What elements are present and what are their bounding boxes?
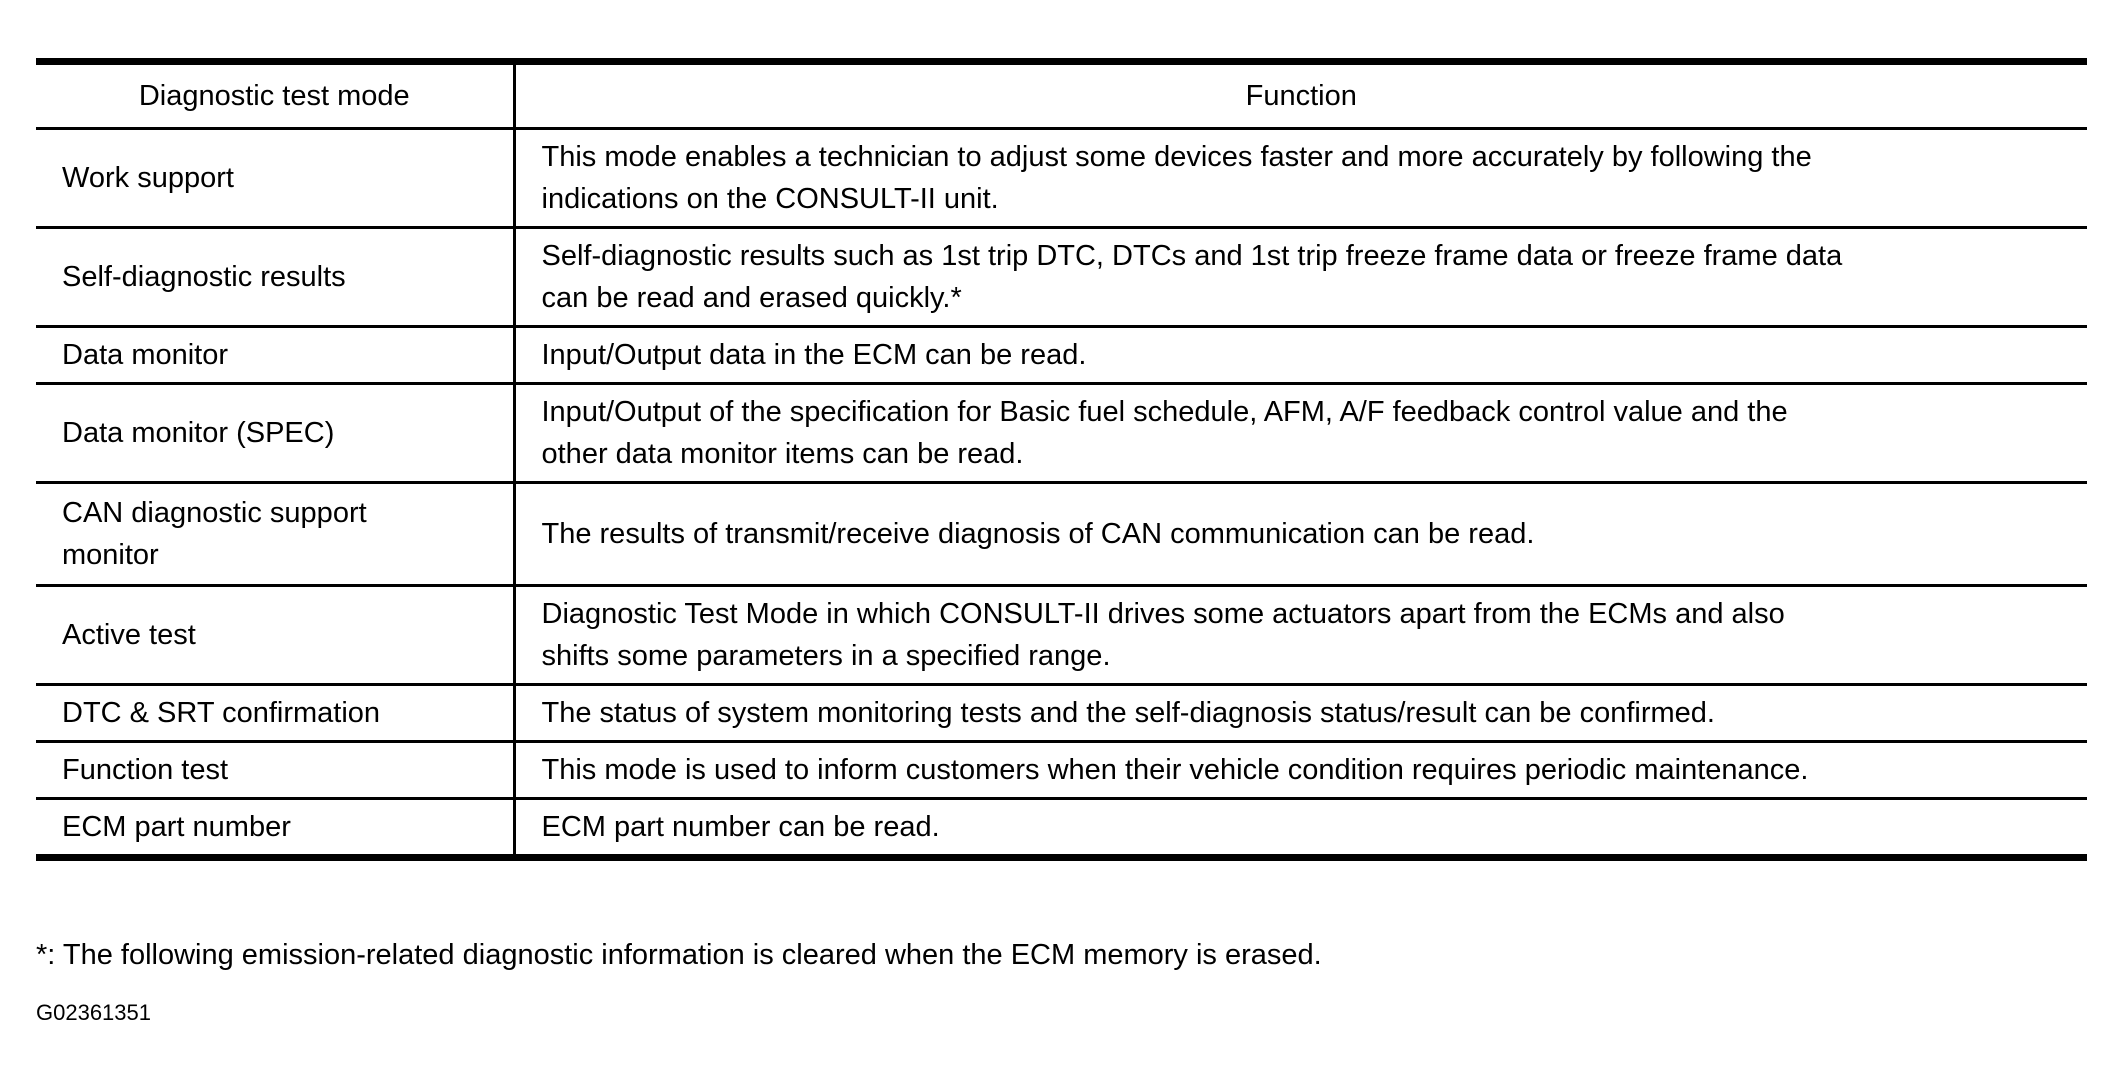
cell-function: The results of transmit/receive diagnosi… [514, 481, 2088, 587]
function-text: Self-diagnostic results such as 1st trip… [516, 229, 2088, 325]
mode-label: Function test [62, 754, 229, 786]
cell-mode: Self-diagnostic results [36, 226, 516, 328]
cell-mode: ECM part number [36, 797, 516, 861]
function-text-line-1: Diagnostic Test Mode in which CONSULT-II… [541, 598, 1785, 630]
function-text: The status of system monitoring tests an… [516, 686, 2088, 740]
table-row: Self-diagnostic results Self-diagnostic … [36, 226, 2088, 328]
cell-function: This mode is used to inform customers wh… [514, 740, 2088, 800]
function-text: The results of transmit/receive diagnosi… [516, 507, 2088, 561]
cell-mode: DTC & SRT confirmation [36, 683, 516, 743]
header-cell-mode: Diagnostic test mode [36, 58, 516, 130]
cell-function: Input/Output data in the ECM can be read… [514, 325, 2088, 385]
function-text: This mode enables a technician to adjust… [516, 130, 2088, 226]
mode-label: Active test [62, 619, 196, 651]
function-text: This mode is used to inform customers wh… [516, 743, 2088, 797]
function-text-line-1: This mode is used to inform customers wh… [541, 754, 1809, 786]
figure-identifier: G02361351 [36, 1000, 151, 1025]
table-row: Function test This mode is used to infor… [36, 740, 2088, 800]
mode-label: CAN diagnostic support monitor [36, 486, 513, 582]
table-row: Active test Diagnostic Test Mode in whic… [36, 584, 2088, 686]
mode-label: Self-diagnostic results [62, 261, 346, 293]
mode-label: Work support [62, 162, 234, 194]
cell-function: Input/Output of the specification for Ba… [514, 382, 2088, 484]
function-text-line-1: Input/Output of the specification for Ba… [541, 396, 1788, 428]
cell-mode: Function test [36, 740, 516, 800]
mode-label: ECM part number [62, 811, 291, 843]
header-cell-function: Function [514, 58, 2087, 130]
function-text: ECM part number can be read. [516, 800, 2088, 854]
header-label-mode: Diagnostic test mode [138, 80, 410, 112]
table-row: Data monitor Input/Output data in the EC… [36, 325, 2088, 385]
mode-label: Data monitor [62, 339, 229, 371]
function-text-line-2: indications on the CONSULT-II unit. [541, 183, 999, 215]
table-row: Work support This mode enables a technic… [36, 127, 2088, 229]
mode-label-line-2: monitor [62, 539, 159, 571]
cell-function: ECM part number can be read. [514, 797, 2088, 861]
table-row: ECM part number ECM part number can be r… [36, 797, 2088, 861]
table-footnote: *: The following emission-related diagno… [36, 939, 1322, 971]
cell-mode: Data monitor (SPEC) [36, 382, 516, 484]
function-text-line-1: Self-diagnostic results such as 1st trip… [541, 240, 1843, 272]
cell-function: The status of system monitoring tests an… [514, 683, 2088, 743]
cell-mode: Work support [36, 127, 516, 229]
function-text-line-1: Input/Output data in the ECM can be read… [541, 339, 1087, 371]
table-row: DTC & SRT confirmation The status of sys… [36, 683, 2088, 743]
header-label-function: Function [1245, 80, 1357, 112]
function-text-line-2: other data monitor items can be read. [541, 438, 1024, 470]
cell-mode: Data monitor [36, 325, 516, 385]
cell-function: Self-diagnostic results such as 1st trip… [514, 226, 2088, 328]
table-row: Data monitor (SPEC) Input/Output of the … [36, 382, 2088, 484]
function-text: Input/Output data in the ECM can be read… [516, 328, 2088, 382]
function-text-line-1: This mode enables a technician to adjust… [541, 141, 1812, 173]
table-header-row: Diagnostic test mode Function [36, 58, 2087, 130]
function-text: Diagnostic Test Mode in which CONSULT-II… [516, 587, 2088, 683]
table-row: CAN diagnostic support monitor The resul… [36, 481, 2088, 587]
cell-mode: Active test [36, 584, 516, 686]
mode-label: Data monitor (SPEC) [62, 417, 335, 449]
mode-label: DTC & SRT confirmation [62, 697, 381, 729]
function-text-line-1: The results of transmit/receive diagnosi… [541, 518, 1535, 550]
function-text-line-2: can be read and erased quickly.* [541, 282, 962, 314]
mode-label-line-1: CAN diagnostic support [62, 497, 367, 529]
cell-function: Diagnostic Test Mode in which CONSULT-II… [514, 584, 2088, 686]
cell-function: This mode enables a technician to adjust… [514, 127, 2088, 229]
function-text-line-2: shifts some parameters in a specified ra… [541, 640, 1111, 672]
diagnostic-test-mode-table: Diagnostic test mode Function Work suppo… [36, 58, 2087, 861]
diagnostic-test-mode-table-wrapper: Diagnostic test mode Function Work suppo… [36, 58, 2087, 861]
cell-mode: CAN diagnostic support monitor [36, 481, 516, 587]
function-text-line-1: ECM part number can be read. [541, 811, 940, 843]
function-text-line-1: The status of system monitoring tests an… [541, 697, 1715, 729]
function-text: Input/Output of the specification for Ba… [516, 385, 2088, 481]
